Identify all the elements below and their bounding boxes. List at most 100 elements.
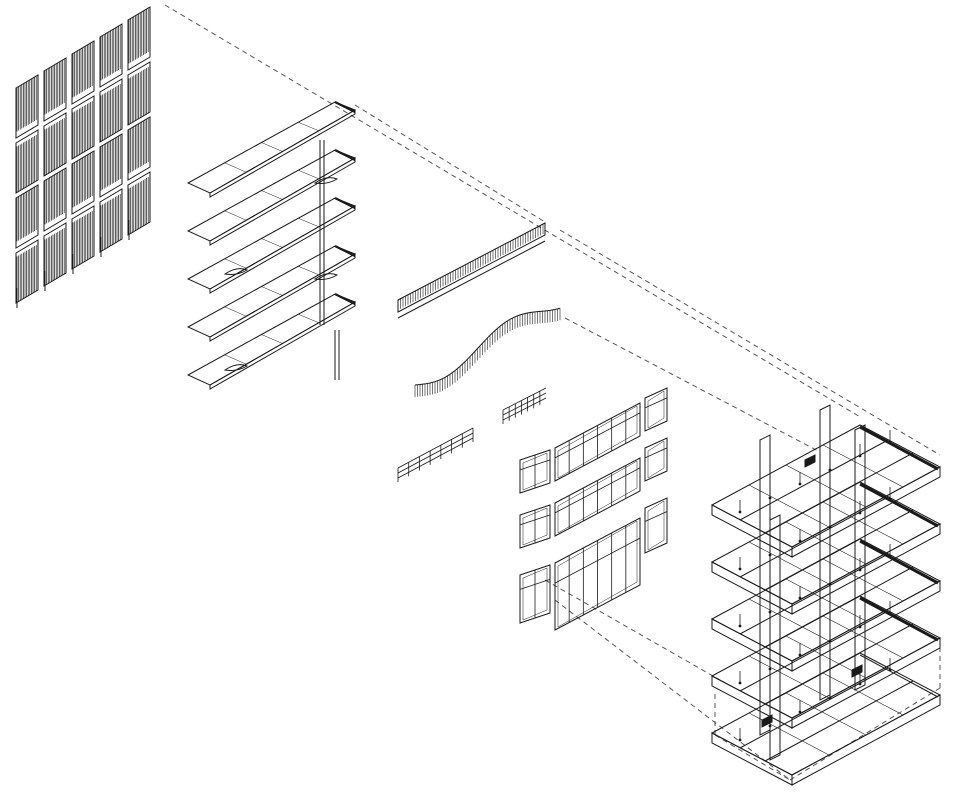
- joist: [785, 464, 867, 508]
- slab-edge-beam: [334, 149, 356, 161]
- dashed-projection-line: [789, 687, 941, 781]
- bolt: [858, 511, 862, 515]
- transom: [554, 537, 641, 584]
- bolt: [858, 568, 862, 572]
- joist: [822, 615, 904, 659]
- bolt: [828, 696, 832, 700]
- transom: [519, 459, 551, 471]
- column-base: [761, 714, 773, 728]
- slab-edge-beam: [334, 101, 356, 113]
- bolt: [798, 653, 802, 657]
- slab-grid-line: [298, 266, 319, 275]
- fin-panel: [43, 167, 67, 232]
- slab-grid-line: [261, 286, 283, 296]
- bolt: [888, 668, 892, 672]
- rail-rod: [502, 387, 547, 411]
- transom: [554, 412, 641, 459]
- door-small: [644, 497, 668, 554]
- dashed-projection-line: [164, 4, 863, 419]
- rail-rod: [397, 427, 474, 469]
- bolt: [888, 554, 892, 558]
- window-inner-frame: [557, 520, 638, 628]
- slab-grid-line: [261, 142, 283, 152]
- bolt: [798, 596, 802, 600]
- column-cap: [804, 454, 816, 468]
- slab-grid-line: [298, 122, 319, 131]
- fin-panel: [43, 57, 67, 122]
- window-inner-frame: [522, 452, 548, 491]
- dashed-projection-line: [559, 229, 941, 456]
- window-inner-frame: [522, 567, 548, 621]
- column-base: [851, 664, 863, 678]
- slab-edge-beam: [334, 245, 356, 257]
- railing-components: [397, 222, 561, 482]
- slab-edge-beam: [334, 197, 356, 209]
- structural-frame: [710, 404, 942, 786]
- joist: [785, 578, 867, 622]
- slab-grid-line: [224, 162, 247, 173]
- fin-panel: [99, 133, 123, 198]
- window-inner-frame: [557, 460, 638, 534]
- window-small: [644, 437, 668, 482]
- transom: [644, 447, 668, 459]
- slab-grid-line: [298, 170, 319, 179]
- slab-edge: [209, 205, 356, 294]
- door-small: [519, 564, 551, 624]
- beam-edge: [791, 694, 941, 786]
- bolt: [858, 454, 862, 458]
- facade-fin-panel: [15, 6, 151, 308]
- slab-grid-line: [261, 238, 283, 248]
- slab-edge-beam: [334, 293, 356, 305]
- window-small: [644, 387, 668, 432]
- floor-slab-stack: [186, 101, 357, 390]
- slab-edge: [209, 301, 356, 390]
- slab-grid-line: [224, 258, 247, 269]
- dashed-projection-line: [564, 317, 821, 453]
- bolt: [858, 625, 862, 629]
- rail-rod: [502, 397, 547, 421]
- slab-grid-line: [261, 334, 283, 344]
- joist: [822, 501, 904, 545]
- slab-edge: [209, 109, 356, 198]
- slab-grid-line: [224, 210, 247, 221]
- dashed-projection-line: [554, 599, 791, 781]
- window-inner-frame: [647, 390, 665, 429]
- fin-panel: [127, 6, 151, 71]
- bolt: [888, 611, 892, 615]
- joist: [822, 558, 904, 602]
- window-inner-frame: [557, 405, 638, 479]
- transom: [519, 579, 551, 590]
- rail-rod: [397, 432, 474, 474]
- bolt: [888, 440, 892, 444]
- window-inner-frame: [647, 440, 665, 479]
- bolt: [738, 510, 742, 514]
- joist: [748, 484, 830, 528]
- window-frames: [519, 387, 668, 631]
- bolt: [738, 567, 742, 571]
- column: [819, 404, 831, 701]
- window-inner-frame: [522, 507, 548, 546]
- slab-grid-line: [224, 354, 247, 365]
- dashed-projection-line: [714, 734, 791, 781]
- edge-beam: [859, 482, 939, 528]
- joist: [748, 598, 830, 642]
- window-small: [519, 504, 551, 549]
- transom: [554, 467, 641, 514]
- bolt: [888, 497, 892, 501]
- floor-slab: [186, 101, 357, 194]
- joist: [785, 692, 867, 736]
- joist: [822, 444, 904, 488]
- beam-edge: [791, 466, 941, 558]
- slab-edge: [209, 253, 356, 342]
- transom: [644, 397, 668, 409]
- slab-grid-line: [298, 314, 319, 323]
- edge-beam: [859, 596, 939, 642]
- beam-edge: [791, 523, 941, 615]
- slab-grid-line: [224, 306, 247, 317]
- slab-grid-line: [298, 218, 319, 227]
- beam-edge: [791, 580, 941, 672]
- dashed-projection-line: [544, 579, 721, 681]
- dashed-projection-line: [354, 104, 546, 223]
- fin-panel: [71, 40, 95, 105]
